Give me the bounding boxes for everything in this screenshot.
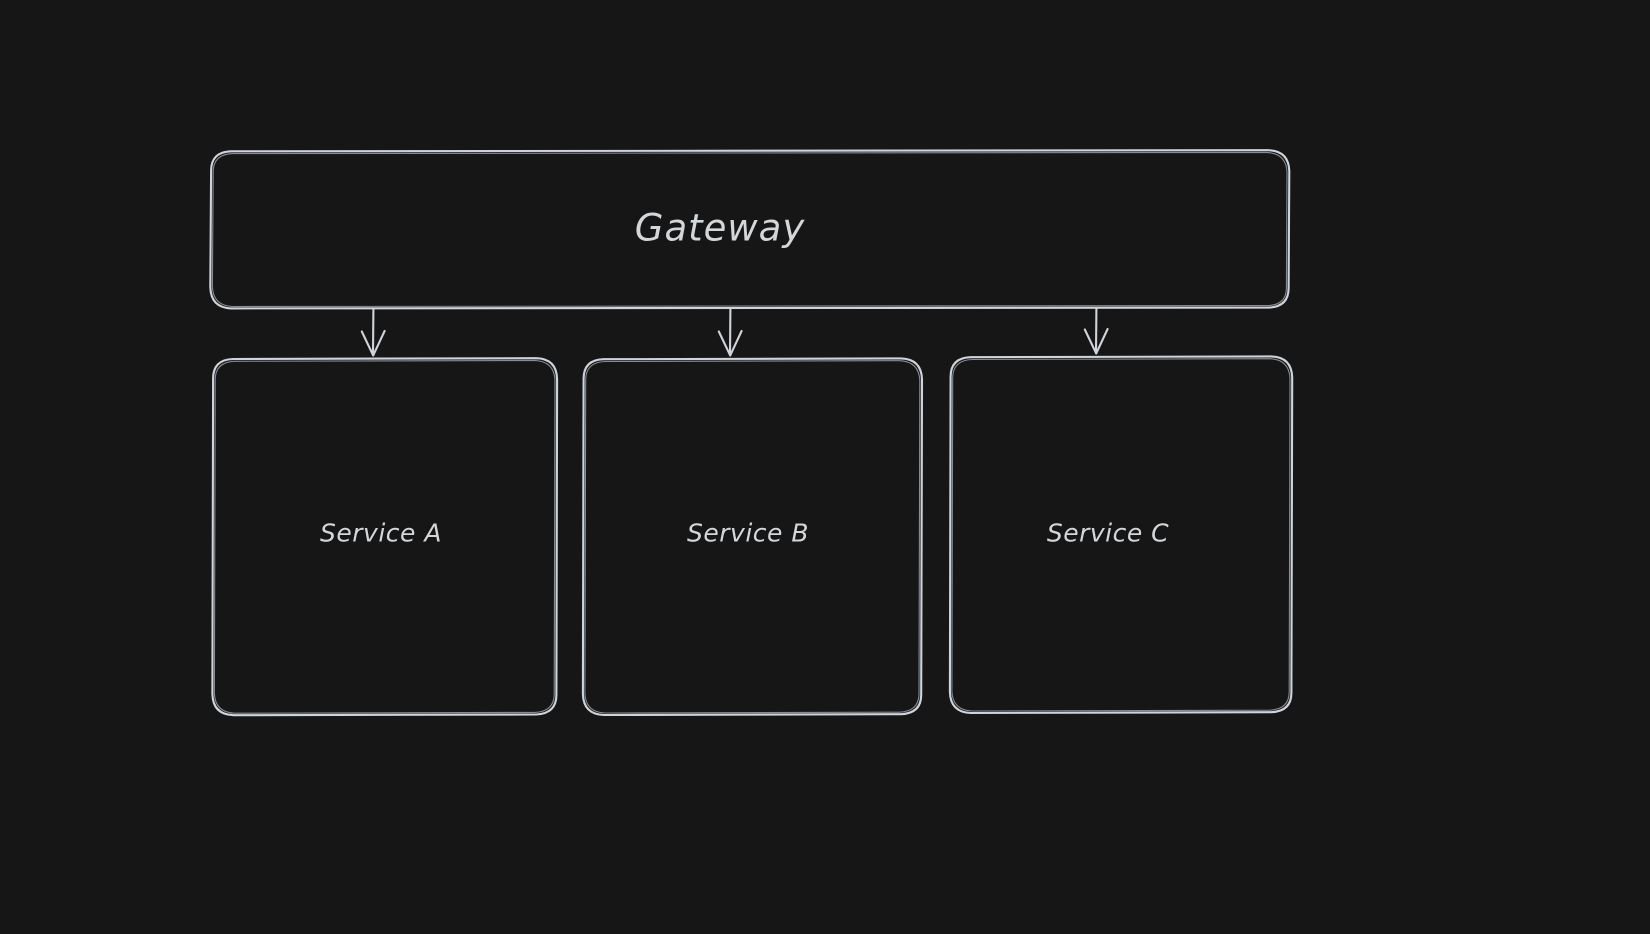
node-shape-service-b[interactable] <box>581 357 924 717</box>
node-label-service-b: Service B <box>687 518 809 548</box>
edge-gateway-to-service-b[interactable] <box>717 307 743 357</box>
edge-gateway-to-service-c[interactable] <box>1083 307 1109 355</box>
node-label-gateway: Gateway <box>634 206 806 250</box>
node-label-service-a: Service A <box>320 518 442 548</box>
node-label-service-c: Service C <box>1046 518 1170 548</box>
edge-gateway-to-service-a[interactable] <box>360 307 386 357</box>
node-shape-service-c[interactable] <box>948 355 1294 715</box>
node-shape-service-a[interactable] <box>211 357 559 717</box>
node-shape-gateway[interactable] <box>209 149 1291 310</box>
